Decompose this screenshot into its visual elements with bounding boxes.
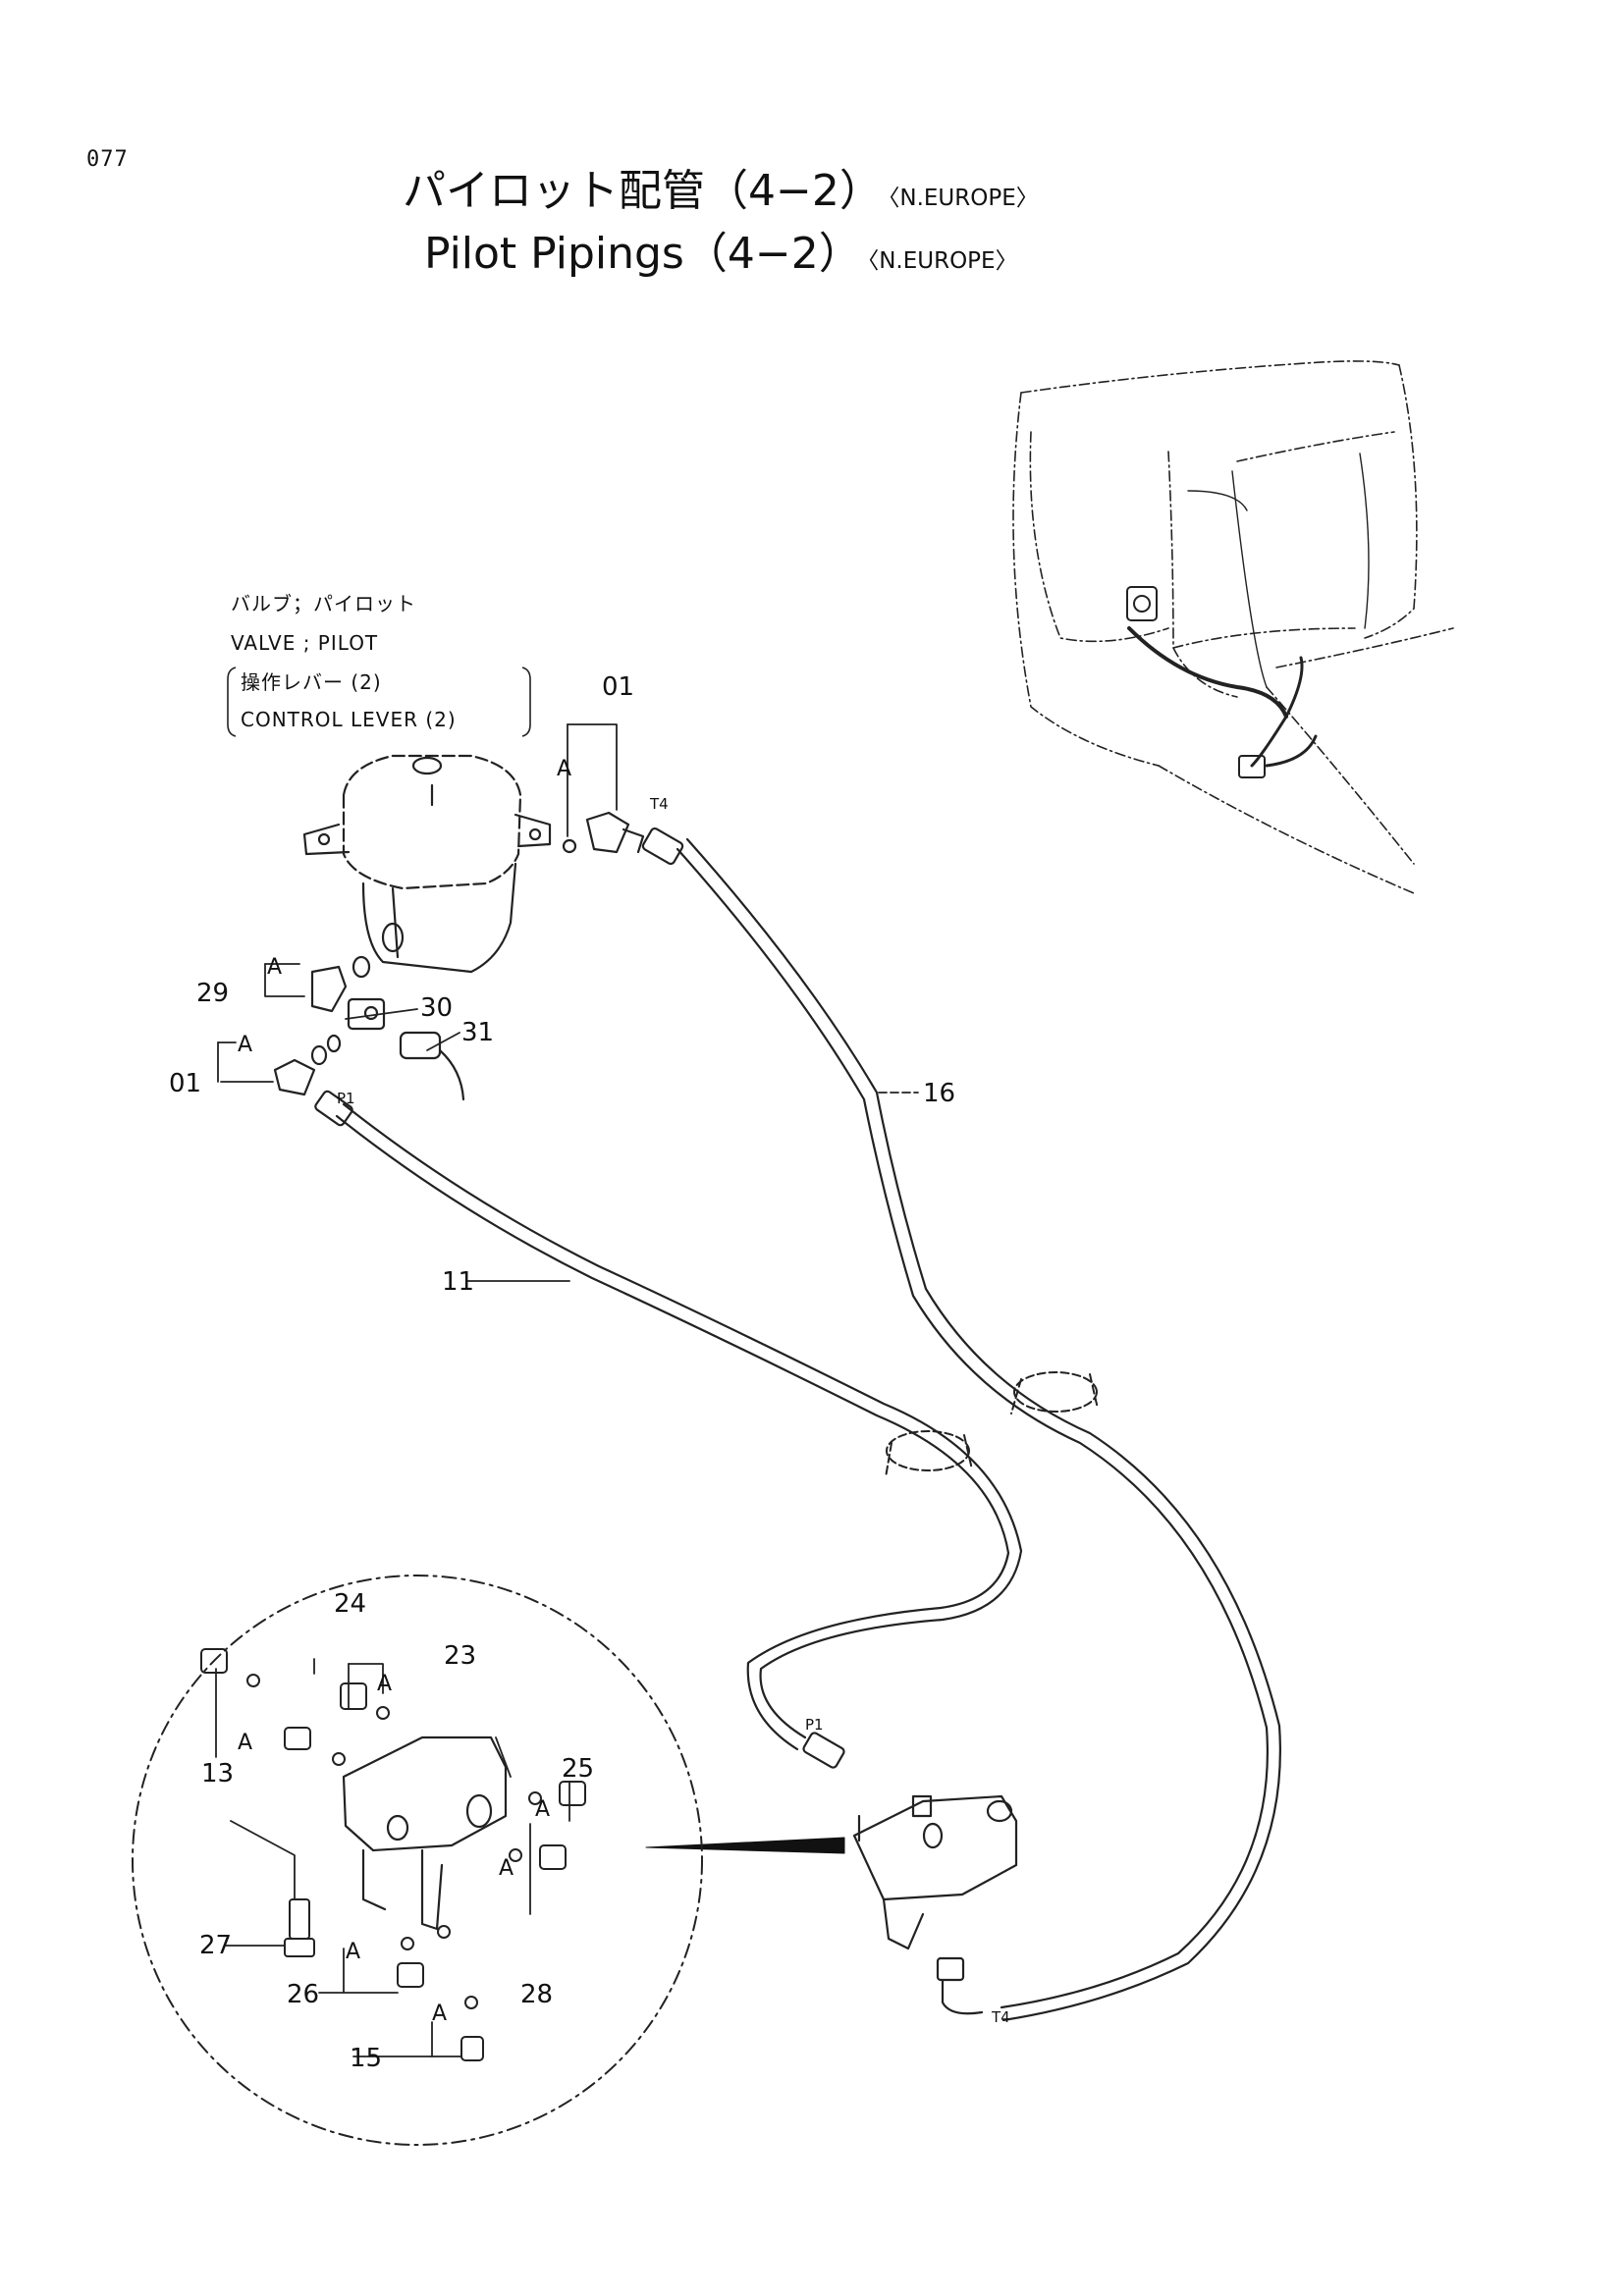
marker-a-24: A: [377, 1672, 392, 1696]
detail-fittings: [200, 1648, 586, 2061]
title-english: Pilot Pipings（4−2）〈N.EUROPE〉: [424, 218, 1018, 281]
marker-a-top: A: [557, 757, 571, 781]
callout-11: 11: [442, 1267, 474, 1297]
cab-harness: [1126, 586, 1318, 778]
title-jp-region: 〈N.EUROPE〉: [888, 186, 1039, 211]
marker-a-13: A: [238, 1731, 252, 1755]
switch-31: [399, 1031, 465, 1101]
callout-15: 15: [350, 2044, 382, 2073]
note-brackets: [227, 667, 531, 737]
callout-25: 25: [562, 1754, 594, 1784]
title-jp-text: パイロット配管（4−2）: [403, 166, 883, 216]
port-t4-lower: T4: [991, 2008, 1010, 2026]
hose-11: [335, 1102, 1023, 1751]
callout-30: 30: [420, 993, 453, 1023]
title-en-region: 〈N.EUROPE〉: [867, 248, 1018, 274]
hose-16: [676, 837, 1281, 2022]
title-japanese: パイロット配管（4−2）〈N.EUROPE〉: [403, 155, 1039, 218]
shuttle-valve: [852, 1794, 1018, 1950]
callout-28: 28: [520, 1980, 553, 2009]
hose-clamp-upper: [1010, 1371, 1099, 1415]
callout-27: 27: [199, 1931, 232, 1960]
note-lever-en: CONTROL LEVER (2): [241, 708, 457, 731]
elbow-t4-lower: [936, 1956, 984, 2015]
callout-13: 13: [201, 1759, 234, 1789]
elbow-01-top: [562, 811, 645, 854]
note-lever-jp: 操作レバー (2): [241, 670, 382, 694]
detail-valve-23: [342, 1735, 508, 1931]
port-p1-top: P1: [337, 1090, 355, 1107]
callout-31: 31: [461, 1018, 494, 1047]
elbow-29: [310, 955, 371, 1013]
cab-outline: [1012, 360, 1454, 894]
marker-a-15: A: [432, 2002, 447, 2026]
cab-interior-box: [1187, 453, 1370, 688]
hose-end-t4-top: [641, 827, 684, 866]
marker-a-25: A: [535, 1797, 550, 1822]
page-number: 077: [86, 147, 129, 172]
marker-a-28: A: [499, 1856, 514, 1881]
callout-29: 29: [196, 979, 229, 1008]
callout-24: 24: [334, 1589, 366, 1619]
marker-a-29: A: [267, 955, 282, 980]
detail-circle: [132, 1575, 703, 2146]
callout-26: 26: [287, 1980, 319, 2009]
hose-end-p1-top: [314, 1090, 353, 1127]
port-p1-lower: P1: [805, 1716, 824, 1734]
elbow-01-left: [273, 1044, 328, 1096]
hose-clamp-lower: [885, 1430, 973, 1478]
callout-16: 16: [923, 1079, 955, 1108]
marker-a-26: A: [346, 1940, 360, 1964]
leader-lines: [215, 723, 919, 2057]
tee-30: [326, 997, 386, 1053]
marker-a-01: A: [238, 1033, 252, 1057]
hose-end-p1-lower: [802, 1732, 845, 1769]
port-t4-top: T4: [649, 795, 669, 813]
callout-23: 23: [444, 1641, 476, 1671]
note-valve-jp: バルブ；パイロット: [231, 592, 416, 615]
pilot-valve-body: [302, 754, 552, 974]
note-valve-en: VALVE ; PILOT: [231, 631, 378, 655]
callout-01-top: 01: [602, 672, 634, 702]
detail-pointer: [645, 1837, 845, 1854]
callout-01-left: 01: [169, 1069, 201, 1098]
title-en-text: Pilot Pipings（4−2）: [424, 229, 862, 279]
